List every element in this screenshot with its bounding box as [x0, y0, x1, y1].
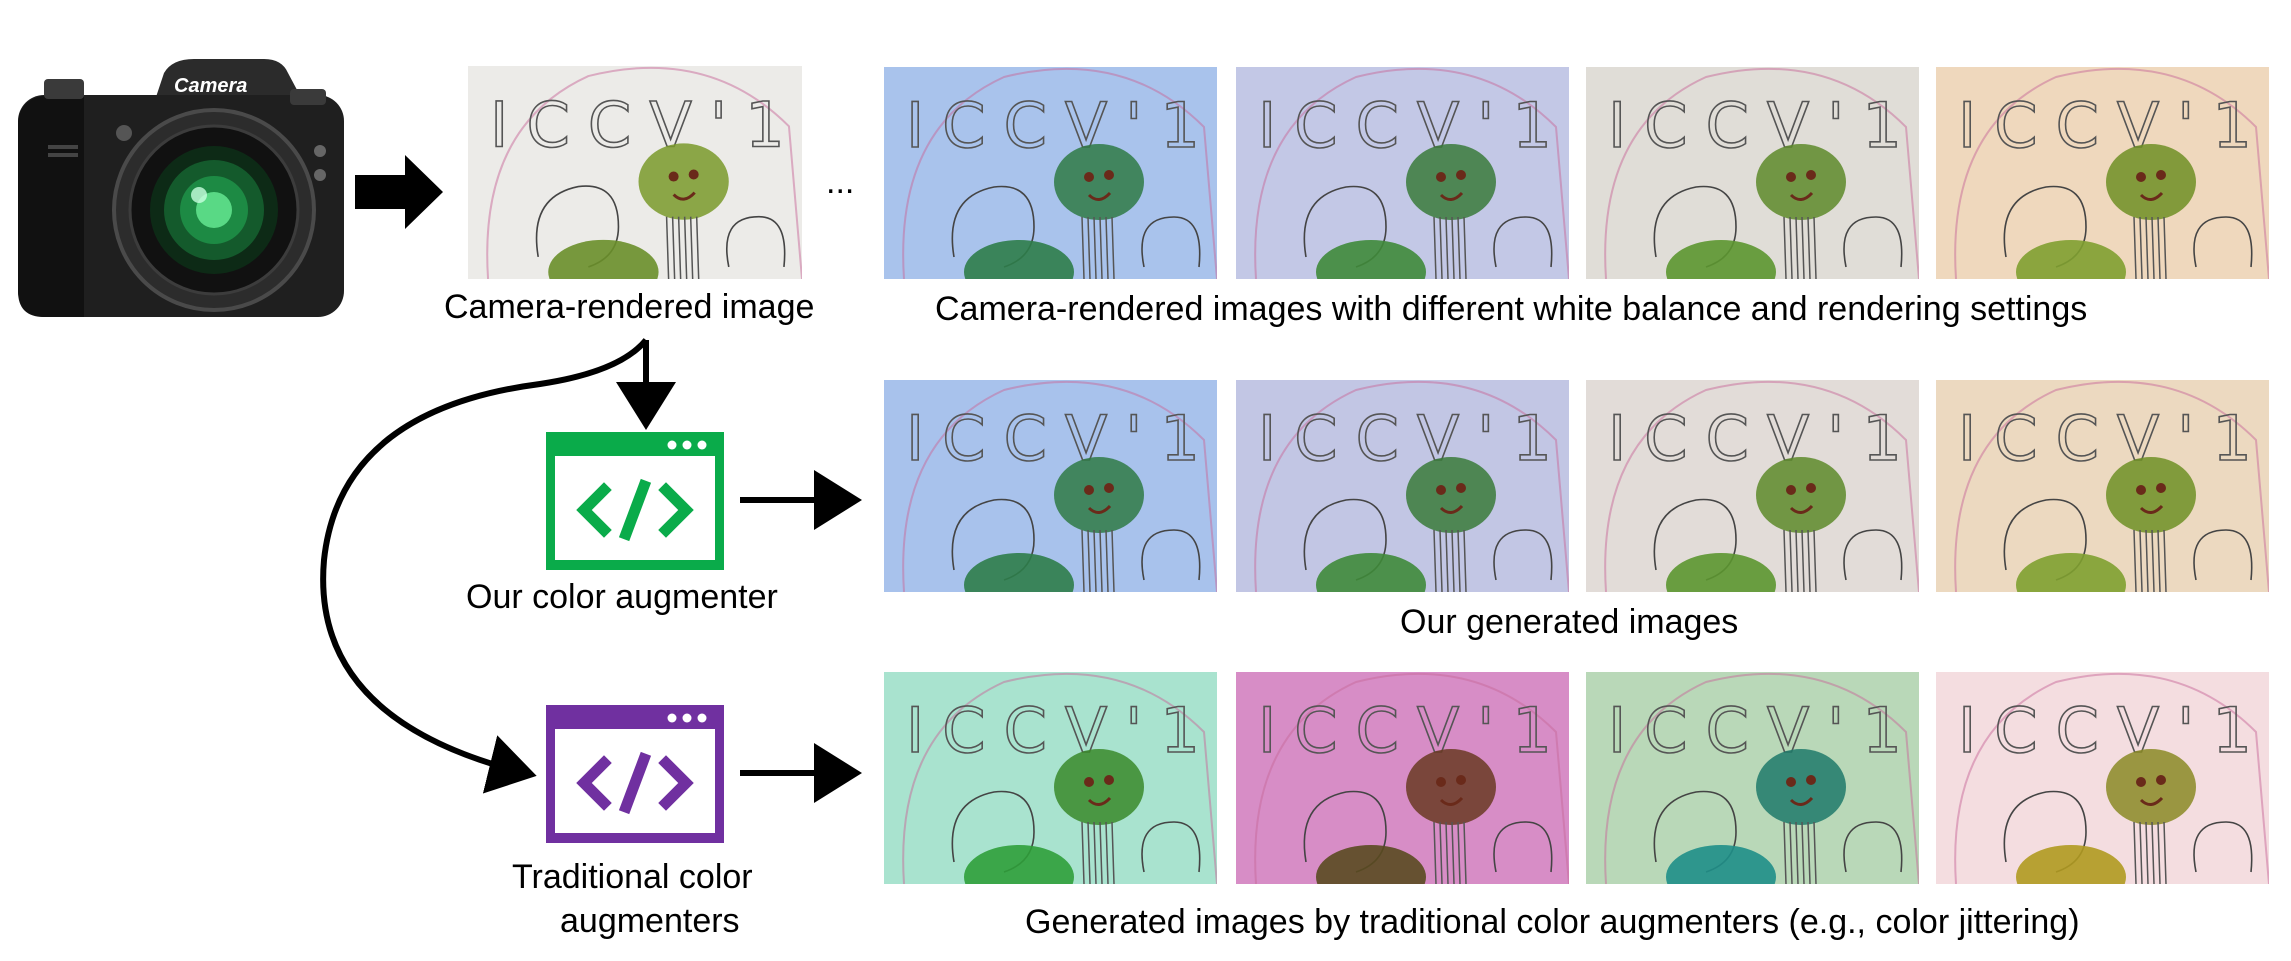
camera-to-image-arrow — [355, 155, 445, 230]
drawing-text: ICCV'19 — [1258, 89, 1569, 162]
camera-rendered-images-caption: Camera-rendered images with different wh… — [935, 290, 2088, 328]
drawing-text: ICCV'19 — [1608, 89, 1919, 162]
our-generated-image: ICCV'19 — [1936, 380, 2269, 592]
drawing-text: ICCV'19 — [1258, 402, 1569, 475]
drawing-text: ICCV'19 — [1608, 402, 1919, 475]
traditional-augmenters-caption-line1: Traditional color — [512, 858, 753, 896]
camera-brand-text: Camera — [174, 75, 248, 97]
drawing-text: ICCV'19 — [490, 88, 802, 161]
our-generated-images-caption: Our generated images — [1400, 603, 1739, 641]
our-generated-image: ICCV'19 — [1236, 380, 1569, 592]
our-generated-image: ICCV'19 — [884, 380, 1217, 592]
drawing-text: ICCV'19 — [1958, 89, 2269, 162]
our-generated-image: ICCV'19 — [1586, 380, 1919, 592]
drawing-text: ICCV'19 — [906, 402, 1217, 475]
drawing-text: ICCV'19 — [906, 89, 1217, 162]
traditional-generated-image: ICCV'19 — [884, 672, 1217, 884]
camera-rendered-image: ICCV'19 — [884, 67, 1217, 279]
our-color-augmenter-caption: Our color augmenter — [466, 578, 778, 616]
drawing-text: ICCV'19 — [1958, 402, 2269, 475]
camera-rendered-image: ICCV'19 — [1936, 67, 2269, 279]
traditional-generated-image: ICCV'19 — [1586, 672, 1919, 884]
traditional-generated-image: ICCV'19 — [1936, 672, 2269, 884]
camera-rendered-image: ICCV'19 — [1586, 67, 1919, 279]
camera-rendered-image-caption: Camera-rendered image — [444, 288, 815, 326]
camera-icon: Camera — [14, 55, 354, 325]
drawing-text: ICCV'19 — [1608, 694, 1919, 767]
traditional-augmenters-caption-line2: augmenters — [560, 902, 740, 940]
drawing-text: ICCV'19 — [906, 694, 1217, 767]
arrow-to-traditional-augmenter — [320, 338, 649, 794]
traditional-color-augmenter-code-icon — [546, 705, 724, 843]
our-color-augmenter-code-icon — [546, 432, 724, 570]
traditional-generated-image: ICCV'19 — [1236, 672, 1569, 884]
source-image: ICCV'19 — [468, 66, 802, 279]
camera-rendered-image: ICCV'19 — [1236, 67, 1569, 279]
traditional-generated-images-caption: Generated images by traditional color au… — [1025, 903, 2080, 941]
drawing-text: ICCV'19 — [1958, 694, 2269, 767]
ellipsis: ... — [826, 163, 855, 201]
drawing-text: ICCV'19 — [1258, 694, 1569, 767]
